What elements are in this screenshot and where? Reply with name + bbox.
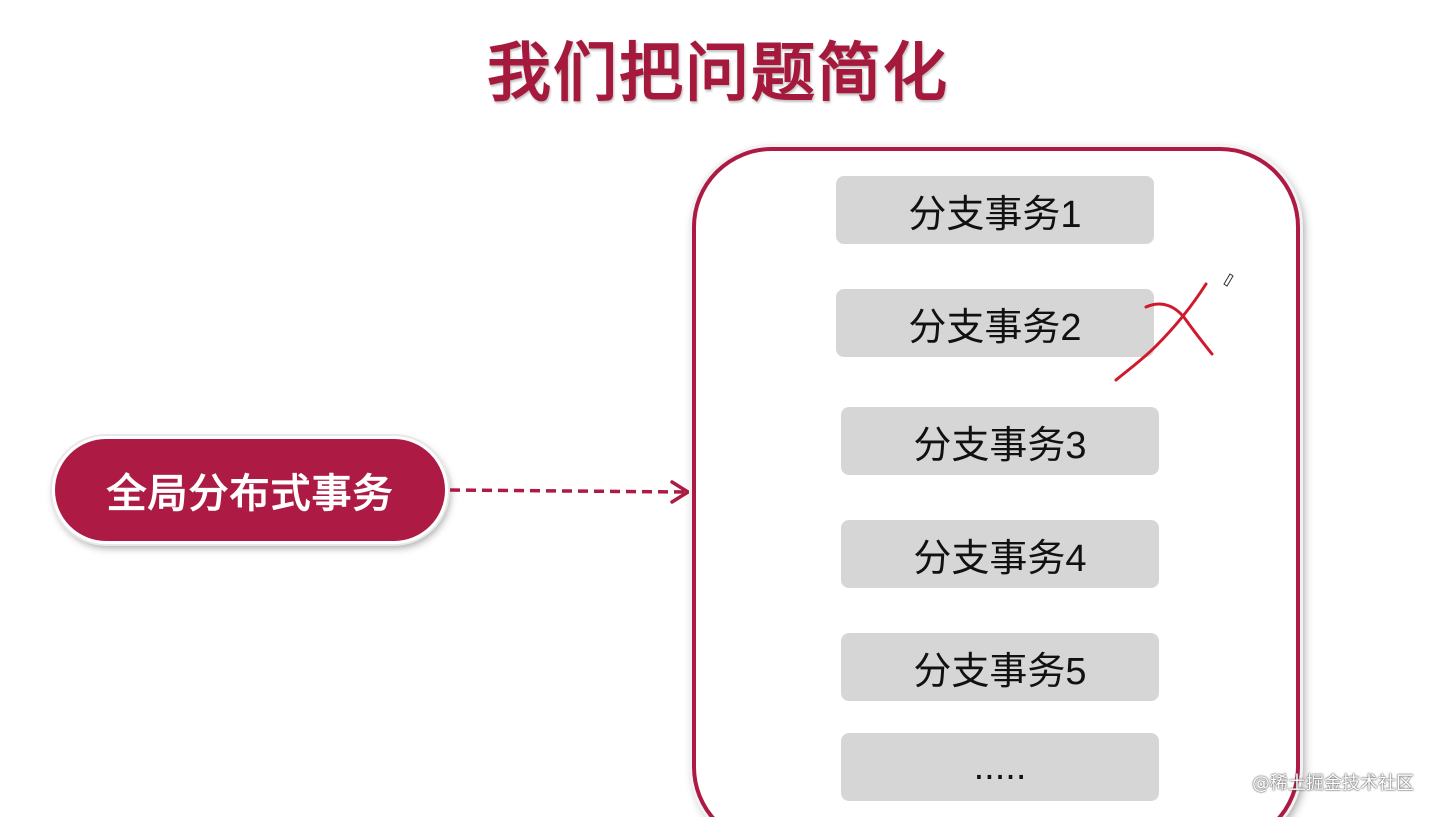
slide-title: 我们把问题简化 bbox=[487, 37, 949, 111]
branch-item-4: 分支事务4 bbox=[841, 520, 1159, 588]
branch-container bbox=[692, 147, 1300, 817]
global-transaction-label: 全局分布式事务 bbox=[106, 471, 394, 517]
pen-cursor-icon bbox=[1223, 273, 1234, 287]
branch-label-3: 分支事务3 bbox=[913, 424, 1087, 467]
watermark: @稀土掘金技术社区 bbox=[1252, 773, 1414, 794]
branch-item-more: ..... bbox=[841, 733, 1159, 801]
hand-drawn-cross-icon bbox=[1114, 273, 1234, 382]
dashed-arrow-connector bbox=[449, 480, 690, 504]
branch-label-2: 分支事务2 bbox=[908, 306, 1082, 349]
branch-label-5: 分支事务5 bbox=[913, 650, 1087, 693]
branch-item-1: 分支事务1 bbox=[836, 176, 1154, 244]
branch-label-more: ..... bbox=[973, 745, 1027, 788]
branch-item-5: 分支事务5 bbox=[841, 633, 1159, 701]
global-transaction-node: 全局分布式事务 bbox=[52, 436, 448, 544]
branch-label-1: 分支事务1 bbox=[908, 193, 1082, 236]
branch-item-3: 分支事务3 bbox=[841, 407, 1159, 475]
branch-item-2: 分支事务2 bbox=[836, 289, 1154, 357]
branch-label-4: 分支事务4 bbox=[913, 537, 1087, 580]
